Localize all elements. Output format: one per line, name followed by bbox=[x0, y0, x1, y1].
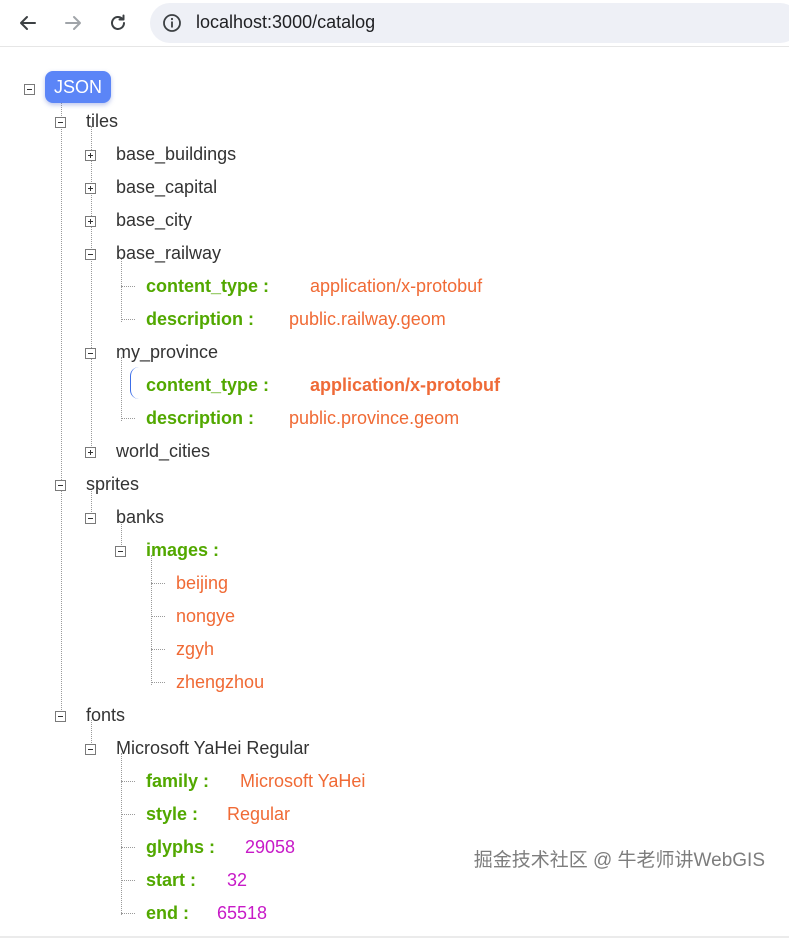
json-tree: JSON tiles base_buildings base_capital b… bbox=[0, 46, 789, 938]
tree-node-sprites[interactable]: sprites bbox=[86, 474, 140, 494]
tree-node-fonts[interactable]: fonts bbox=[86, 705, 126, 725]
tree-node-images[interactable]: images : bbox=[146, 540, 220, 560]
tree-line bbox=[61, 93, 62, 718]
property-value: Microsoft YaHei bbox=[240, 771, 366, 791]
property-key: description : bbox=[146, 408, 255, 428]
tree-node-my-province[interactable]: my_province bbox=[116, 342, 219, 362]
tree-line bbox=[121, 258, 122, 322]
expand-toggle-icon[interactable] bbox=[85, 183, 96, 194]
tree-line bbox=[151, 682, 165, 683]
tree-line bbox=[121, 418, 135, 419]
tree-node-base-city[interactable]: base_city bbox=[116, 210, 193, 230]
property-value: public.railway.geom bbox=[289, 309, 446, 329]
property-key: description : bbox=[146, 309, 255, 329]
tree-line bbox=[151, 616, 165, 617]
array-item: zgyh bbox=[176, 639, 215, 659]
tree-line bbox=[121, 753, 122, 915]
tree-node-tiles[interactable]: tiles bbox=[86, 111, 119, 131]
browser-toolbar: localhost:3000/catalog bbox=[0, 0, 789, 47]
collapse-toggle-icon[interactable] bbox=[85, 744, 96, 755]
property-key: style : bbox=[146, 804, 199, 824]
array-item: nongye bbox=[176, 606, 236, 626]
property-value: application/x-protobuf bbox=[310, 276, 483, 296]
address-bar[interactable]: localhost:3000/catalog bbox=[150, 3, 789, 43]
collapse-toggle-icon[interactable] bbox=[55, 711, 66, 722]
arrow-right-icon bbox=[65, 16, 81, 30]
tree-line bbox=[121, 319, 135, 320]
info-circle-icon[interactable] bbox=[162, 13, 182, 33]
tree-line bbox=[121, 357, 122, 421]
property-value: public.province.geom bbox=[289, 408, 460, 428]
tree-node-world-cities[interactable]: world_cities bbox=[116, 441, 211, 461]
tree-line bbox=[121, 781, 135, 782]
tree-line bbox=[121, 286, 135, 287]
expand-toggle-icon[interactable] bbox=[85, 150, 96, 161]
tree-line bbox=[121, 522, 122, 555]
property-value-number: 29058 bbox=[245, 837, 296, 857]
root-node-json[interactable]: JSON bbox=[45, 71, 111, 103]
property-key: family : bbox=[146, 771, 210, 791]
back-button[interactable] bbox=[16, 11, 40, 35]
tree-node-base-railway[interactable]: base_railway bbox=[116, 243, 222, 263]
property-key: content_type : bbox=[146, 276, 270, 296]
tree-line bbox=[121, 880, 135, 881]
tree-line bbox=[151, 583, 165, 584]
expand-toggle-icon[interactable] bbox=[85, 447, 96, 458]
tree-line bbox=[91, 489, 92, 522]
tree-line bbox=[121, 847, 135, 848]
tree-node-base-buildings[interactable]: base_buildings bbox=[116, 144, 237, 164]
forward-button[interactable] bbox=[61, 11, 85, 35]
tree-line bbox=[151, 555, 152, 685]
tree-line bbox=[91, 126, 92, 454]
property-key: glyphs : bbox=[146, 837, 216, 857]
tree-node-banks[interactable]: banks bbox=[116, 507, 165, 527]
watermark: 掘金技术社区 @ 牛老师讲WebGIS bbox=[473, 850, 765, 871]
property-value-number: 65518 bbox=[217, 903, 268, 923]
property-value-highlighted[interactable]: application/x-protobuf bbox=[310, 375, 500, 395]
reload-icon bbox=[111, 14, 125, 30]
tree-node-microsoft-yahei-regular[interactable]: Microsoft YaHei Regular bbox=[116, 738, 310, 758]
collapse-toggle-icon[interactable] bbox=[85, 249, 96, 260]
tree-line bbox=[91, 720, 92, 753]
array-item: zhengzhou bbox=[176, 672, 265, 692]
hover-indicator bbox=[130, 367, 139, 399]
array-item: beijing bbox=[176, 573, 229, 593]
property-value-number: 32 bbox=[227, 870, 248, 890]
tree-line bbox=[121, 814, 135, 815]
arrow-left-icon bbox=[20, 16, 36, 30]
collapse-toggle-icon[interactable] bbox=[24, 84, 35, 95]
collapse-toggle-icon[interactable] bbox=[55, 480, 66, 491]
reload-button[interactable] bbox=[106, 11, 130, 35]
property-key[interactable]: content_type : bbox=[146, 375, 270, 395]
collapse-toggle-icon[interactable] bbox=[85, 348, 96, 359]
url-text[interactable]: localhost:3000/catalog bbox=[196, 12, 376, 32]
tree-node-base-capital[interactable]: base_capital bbox=[116, 177, 218, 197]
collapse-toggle-icon[interactable] bbox=[55, 117, 66, 128]
property-value: Regular bbox=[227, 804, 291, 824]
collapse-toggle-icon[interactable] bbox=[85, 513, 96, 524]
property-key: end : bbox=[146, 903, 189, 923]
divider bbox=[0, 936, 789, 938]
tree-line bbox=[151, 649, 165, 650]
expand-toggle-icon[interactable] bbox=[85, 216, 96, 227]
property-key: start : bbox=[146, 870, 197, 890]
tree-line bbox=[121, 913, 135, 914]
collapse-toggle-icon[interactable] bbox=[115, 546, 126, 557]
